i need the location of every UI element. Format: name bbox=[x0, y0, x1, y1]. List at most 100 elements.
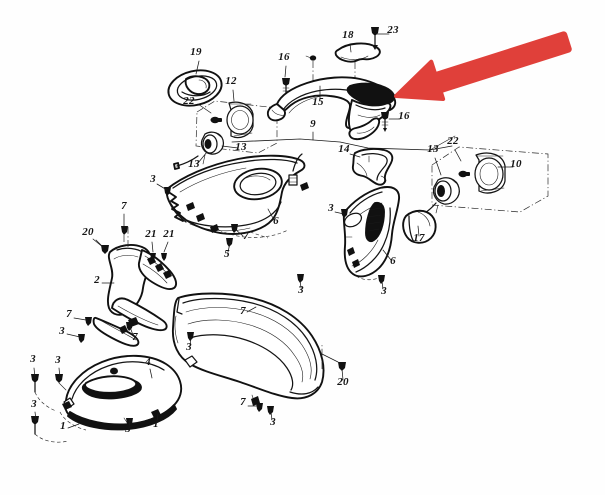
callout-leader-line bbox=[66, 333, 81, 338]
callout-leader-line bbox=[197, 103, 212, 114]
callout-number-label: 1 bbox=[60, 420, 66, 432]
callout-leader-line bbox=[129, 326, 134, 336]
callout-number-label: 5 bbox=[224, 248, 230, 260]
arrow-head bbox=[394, 59, 446, 102]
callout-13: 13 bbox=[427, 143, 442, 176]
callout-3: 3 bbox=[29, 353, 36, 379]
callout-leader-line bbox=[149, 368, 153, 379]
callout-leader-line bbox=[195, 60, 200, 75]
part-9-front-upper-panel bbox=[231, 135, 456, 151]
callout-7: 7 bbox=[240, 305, 257, 317]
callout-number-label: 7 bbox=[243, 230, 249, 242]
callout-leader-line bbox=[67, 423, 80, 429]
callout-20: 20 bbox=[336, 368, 349, 388]
callout-3: 3 bbox=[124, 418, 131, 435]
callout-7: 7 bbox=[121, 200, 127, 227]
part-7-bolt-b bbox=[85, 317, 92, 326]
callout-1: 1 bbox=[153, 413, 159, 430]
callout-number-label: 3 bbox=[149, 173, 156, 185]
callout-number-label: 18 bbox=[342, 29, 354, 41]
callout-20: 20 bbox=[81, 226, 105, 249]
callout-leader-line bbox=[299, 279, 302, 289]
callout-number-label: 13 bbox=[235, 141, 247, 153]
part-15-handlebar-upper-cover bbox=[266, 76, 397, 141]
part-20-rivet-bottom bbox=[321, 353, 346, 371]
callout-6: 6 bbox=[382, 249, 396, 267]
callout-7: 7 bbox=[66, 308, 87, 321]
callout-number-label: 3 bbox=[380, 285, 387, 297]
callout-3: 3 bbox=[149, 173, 168, 191]
part-3-screw-fender-a bbox=[31, 374, 57, 412]
part-1-front-fender bbox=[59, 354, 182, 431]
callout-number-label: 3 bbox=[185, 341, 192, 353]
callout-number-label: 7 bbox=[240, 305, 246, 317]
callout-number-label: 6 bbox=[273, 215, 279, 227]
callout-number-label: 14 bbox=[338, 143, 350, 155]
callout-number-label: 7 bbox=[121, 200, 127, 212]
part-7-bolt-f bbox=[256, 403, 263, 412]
callout-number-label: 3 bbox=[30, 398, 37, 410]
callout-number-label: 3 bbox=[297, 284, 304, 296]
callout-3: 3 bbox=[58, 325, 81, 338]
callout-number-label: 7 bbox=[66, 308, 72, 320]
callout-leader-line bbox=[334, 211, 345, 215]
callout-number-label: 3 bbox=[54, 354, 61, 366]
callout-leader-line bbox=[151, 241, 154, 253]
callout-leader-line bbox=[221, 145, 239, 149]
callout-leader-line bbox=[454, 149, 462, 162]
callout-number-label: 7 bbox=[132, 331, 138, 343]
callout-leader-line bbox=[349, 43, 352, 53]
callout-22: 22 bbox=[182, 95, 212, 114]
callout-7: 7 bbox=[234, 228, 249, 242]
callout-leader-line bbox=[434, 157, 442, 176]
callout-17: 17 bbox=[413, 225, 425, 244]
callout-number-label: 16 bbox=[398, 110, 410, 122]
part-13-indicator-lens-left bbox=[173, 131, 225, 170]
callout-leader-line bbox=[246, 306, 257, 313]
part-7-bolt-d bbox=[231, 224, 269, 239]
part-3-screw-fender-b bbox=[55, 374, 67, 391]
callout-3: 3 bbox=[30, 398, 37, 421]
callout-13: 13 bbox=[188, 151, 208, 170]
callout-number-label: 16 bbox=[278, 51, 290, 63]
callout-5: 5 bbox=[224, 242, 231, 260]
callout-21: 21 bbox=[144, 228, 157, 253]
fastener-small-top bbox=[305, 55, 317, 84]
callout-leader-line bbox=[417, 225, 420, 237]
callout-3: 3 bbox=[185, 337, 192, 353]
callout-leader-line bbox=[156, 183, 168, 191]
callout-leader-line bbox=[270, 411, 273, 421]
callout-number-label: 17 bbox=[413, 232, 425, 244]
callout-12: 12 bbox=[225, 75, 237, 102]
callout-number-label: 21 bbox=[162, 228, 174, 240]
callout-leader-line bbox=[73, 317, 87, 321]
callout-18: 18 bbox=[342, 29, 354, 53]
callout-number-label: 20 bbox=[336, 376, 349, 388]
part-3-screw-d bbox=[297, 274, 304, 283]
part-2-inner-leg-shield bbox=[92, 226, 178, 347]
part-3-screw-fender-c bbox=[31, 416, 69, 443]
callout-number-label: 19 bbox=[190, 46, 202, 58]
callout-leader-line bbox=[341, 368, 344, 381]
callout-number-label: 2 bbox=[93, 274, 100, 286]
callout-16: 16 bbox=[388, 110, 410, 122]
callout-21: 21 bbox=[162, 228, 175, 253]
part-6-side-cover-left bbox=[166, 153, 309, 238]
callout-9: 9 bbox=[310, 118, 316, 141]
callout-leader-line bbox=[163, 241, 169, 253]
callout-leader-line bbox=[232, 89, 235, 102]
callout-number-label: 21 bbox=[144, 228, 156, 240]
part-22-bulb-socket bbox=[210, 116, 222, 124]
callout-16: 16 bbox=[278, 51, 290, 78]
callout-leader-line bbox=[197, 151, 208, 164]
callout-number-label: 3 bbox=[124, 423, 131, 435]
callout-3: 3 bbox=[297, 279, 304, 296]
callout-leader-line bbox=[92, 238, 105, 249]
callout-number-label: 4 bbox=[144, 356, 151, 368]
callout-number-label: 3 bbox=[327, 202, 334, 214]
callout-number-label: 20 bbox=[81, 226, 94, 238]
callout-leader-line bbox=[349, 153, 361, 158]
